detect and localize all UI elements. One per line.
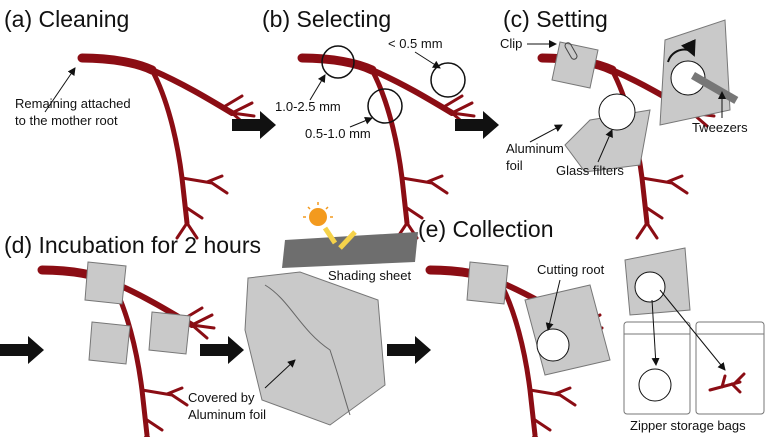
arrow-icon bbox=[0, 336, 44, 364]
rotate-arrow-icon bbox=[667, 38, 696, 63]
note-line-1: Remaining attached bbox=[15, 96, 131, 111]
label-clip: Clip bbox=[500, 36, 522, 51]
arrow-icon bbox=[387, 336, 431, 364]
panel-e-title: (e) Collection bbox=[418, 216, 554, 242]
label-shading: Shading sheet bbox=[328, 268, 412, 283]
arrow-icon bbox=[200, 336, 244, 364]
label-covered-2: Aluminum foil bbox=[188, 407, 266, 422]
label-tweezers: Tweezers bbox=[692, 120, 748, 135]
panel-b-title: (b) Selecting bbox=[262, 6, 391, 32]
circle-small bbox=[430, 62, 466, 98]
circle-large bbox=[321, 45, 355, 79]
clip-icon bbox=[564, 42, 578, 60]
label-foil-2: foil bbox=[506, 158, 523, 173]
tweezers-icon bbox=[691, 71, 739, 104]
label-bags: Zipper storage bags bbox=[630, 418, 746, 433]
label-foil-1: Aluminum bbox=[506, 141, 564, 156]
light-ray-icon bbox=[322, 226, 357, 250]
root-image bbox=[82, 58, 254, 238]
pointer bbox=[44, 67, 76, 113]
circle-mid bbox=[367, 88, 403, 124]
clip-foil bbox=[551, 41, 599, 89]
zipper-bag-root bbox=[695, 321, 765, 415]
panel-c-title: (c) Setting bbox=[503, 6, 608, 32]
shading-sheet bbox=[282, 232, 418, 268]
root-image bbox=[302, 58, 474, 238]
note-line-2: to the mother root bbox=[15, 113, 118, 128]
glass-filter bbox=[598, 93, 636, 131]
covering-foil bbox=[244, 271, 386, 426]
panel-cleaning: (a) Cleaning Remaining attached to the m… bbox=[4, 6, 276, 238]
label-covered-1: Covered by bbox=[188, 390, 255, 405]
panel-setting: (c) Setting Clip Aluminum foil Glass fil… bbox=[500, 6, 748, 238]
panel-collection: (e) Collection Cutting root Zipper stora… bbox=[418, 216, 765, 437]
panel-selecting: (b) Selecting < 0.5 mm 1.0-2.5 mm 0.5-1.… bbox=[262, 6, 499, 238]
foil-sheet bbox=[524, 284, 611, 376]
label-filters: Glass filters bbox=[556, 163, 624, 178]
label-small: < 0.5 mm bbox=[388, 36, 443, 51]
label-mid: 0.5-1.0 mm bbox=[305, 126, 371, 141]
panel-d-title: (d) Incubation for 2 hours bbox=[4, 232, 261, 258]
label-cutting: Cutting root bbox=[537, 262, 605, 277]
label-large: 1.0-2.5 mm bbox=[275, 99, 341, 114]
sun-icon bbox=[309, 208, 327, 226]
panel-incubation: Shading sheet Covered by Aluminum foil (… bbox=[0, 202, 431, 437]
panel-a-title: (a) Cleaning bbox=[4, 6, 129, 32]
